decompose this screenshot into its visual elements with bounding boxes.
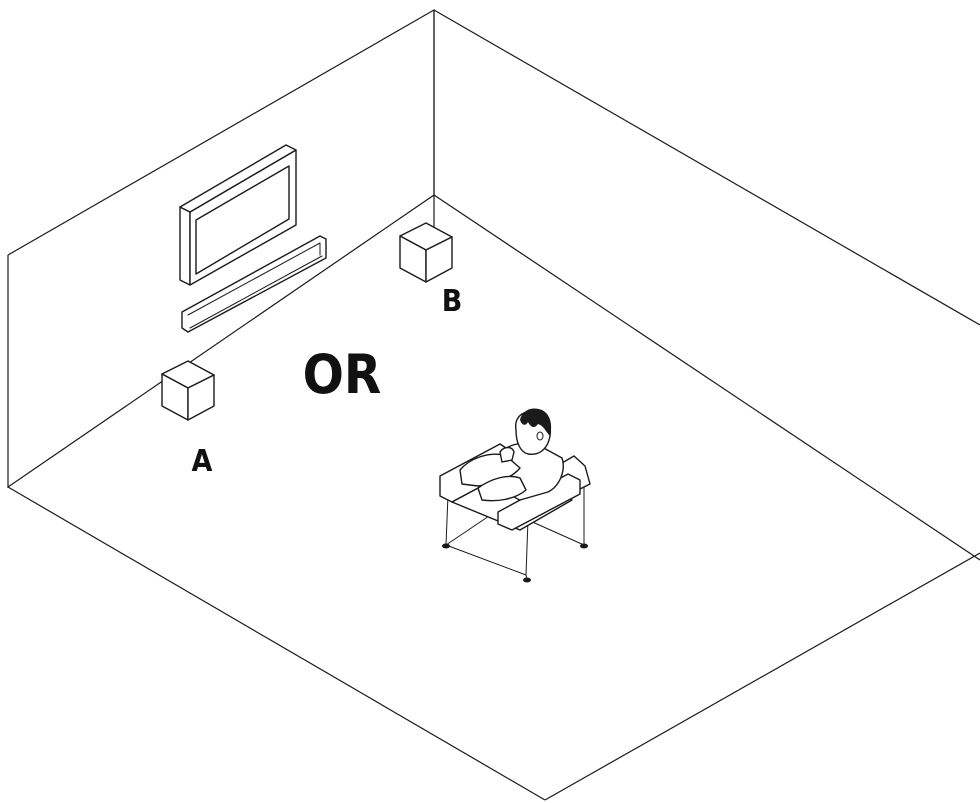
soundbar [181,235,327,333]
person-ear [536,431,544,441]
subwoofer-a-right [187,374,215,421]
subwoofer-b-right [425,236,453,283]
tv-top [179,144,297,213]
chair-arm-right [497,473,581,531]
floor-front-right-edge [544,552,980,801]
soundbar-grille [187,242,321,316]
soundbar-grille-lower [189,255,323,329]
armchair-with-person [439,408,591,583]
room-outline [7,8,980,801]
soundbar-body [181,235,327,333]
person-hair [520,408,552,436]
floor-front-edge [7,486,546,801]
label-or: OR [303,343,382,406]
label-a: A [192,444,213,479]
subwoofer-b [399,222,453,283]
subwoofer-a [161,360,215,421]
label-b: B [442,284,463,319]
tv-side [179,206,191,286]
tv-screen [195,165,290,275]
person-forearm [477,475,527,502]
right-wall-top-edge [433,9,980,326]
person-hand [499,446,515,463]
tv [179,144,297,286]
floor-right-edge [433,194,980,561]
